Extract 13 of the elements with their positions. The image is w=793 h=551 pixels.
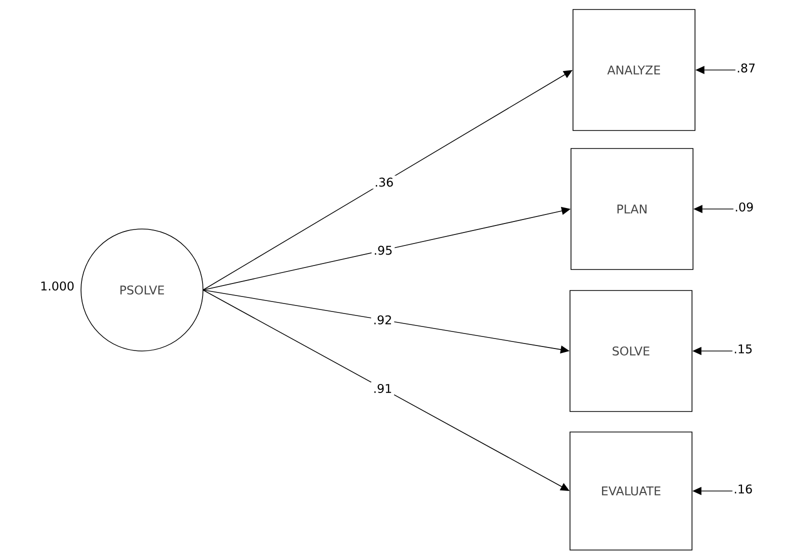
edge-label: .91 bbox=[371, 382, 394, 396]
edge-label: .92 bbox=[371, 313, 394, 326]
edge-label: .95 bbox=[372, 244, 395, 257]
observed-variable-box: PLAN bbox=[570, 148, 694, 270]
edge-label: .87 bbox=[738, 63, 755, 73]
observed-variable-box: EVALUATE bbox=[570, 432, 692, 550]
edge-label: .09 bbox=[736, 202, 753, 212]
edge-label: .36 bbox=[372, 176, 396, 189]
edge-label: .15 bbox=[734, 344, 752, 354]
observed-variable-box: SOLVE bbox=[570, 290, 692, 412]
edge-label: .16 bbox=[734, 484, 752, 494]
variance-label: 1.000 bbox=[41, 281, 74, 291]
observed-variable-box: ANALYZE bbox=[572, 9, 696, 131]
